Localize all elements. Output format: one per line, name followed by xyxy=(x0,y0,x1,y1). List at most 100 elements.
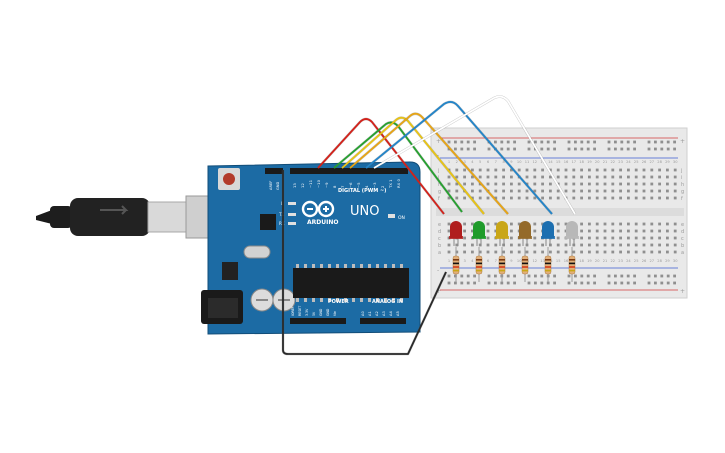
row-label: b xyxy=(681,243,684,249)
column-label: 8 xyxy=(502,160,505,164)
microcontroller-chip xyxy=(293,268,409,298)
column-label: 19 xyxy=(587,160,592,164)
aref-label: AREF xyxy=(269,181,273,190)
jumper-wire[interactable] xyxy=(317,117,446,215)
column-label: 9 xyxy=(510,160,513,164)
column-label: 5 xyxy=(479,160,481,164)
resistor[interactable] xyxy=(568,247,576,282)
column-label: 29 xyxy=(665,160,670,164)
row-label: f xyxy=(438,196,440,202)
power-pin-label: RESET xyxy=(298,306,302,316)
digital-header xyxy=(290,168,408,174)
gnd-label: GND xyxy=(276,182,280,190)
rail-minus-label: - xyxy=(437,152,439,159)
power-pin-label: GND xyxy=(319,308,323,316)
rail-plus-label: + xyxy=(680,138,685,145)
led[interactable] xyxy=(565,221,579,246)
rail-plus-label: + xyxy=(436,138,441,145)
column-label: 21 xyxy=(603,160,608,164)
jumper-wire[interactable] xyxy=(365,100,553,215)
column-label: 12 xyxy=(533,160,538,164)
row-label: a xyxy=(438,250,441,256)
column-label: 11 xyxy=(525,160,530,164)
led[interactable] xyxy=(518,221,532,246)
row-label: d xyxy=(438,229,441,235)
power-pin-label: GND xyxy=(326,308,330,316)
analog-pin-label: A2 xyxy=(375,311,379,316)
column-label: 14 xyxy=(548,160,553,164)
row-label: d xyxy=(681,229,684,235)
column-label: 28 xyxy=(657,160,662,164)
column-label: 27 xyxy=(650,160,655,164)
jumper-wire[interactable] xyxy=(373,95,577,215)
digital-pin-label: 2 xyxy=(380,185,385,188)
led[interactable] xyxy=(495,221,509,246)
rail-plus-label: + xyxy=(680,288,685,295)
tx-led-label: TX xyxy=(278,212,284,217)
column-label: 29 xyxy=(665,259,670,263)
power-pin-label: IOREF xyxy=(291,306,295,316)
digital-pin-label: ~3 xyxy=(372,182,377,188)
resistor[interactable] xyxy=(452,247,460,282)
digital-pin-label: 12 xyxy=(300,183,305,188)
resistor[interactable] xyxy=(521,247,529,282)
column-label: 15 xyxy=(556,160,561,164)
column-label: 4 xyxy=(471,160,474,164)
led[interactable] xyxy=(541,221,555,246)
led[interactable] xyxy=(472,221,486,246)
row-label: a xyxy=(681,250,684,256)
digital-label: DIGITAL (PWM ~) xyxy=(338,188,386,194)
power-pin-label: 3.3V xyxy=(305,308,309,316)
column-label: 21 xyxy=(603,259,608,263)
column-label: 7 xyxy=(495,160,497,164)
digital-pin-label: ~6 xyxy=(348,182,353,188)
column-label: 16 xyxy=(564,259,569,263)
column-label: 24 xyxy=(626,259,631,263)
analog-pin-label: A0 xyxy=(361,311,365,316)
column-label: 28 xyxy=(657,259,662,263)
column-label: 23 xyxy=(618,259,623,263)
digital-pin-label: ~11 xyxy=(308,179,313,188)
arduino-logo xyxy=(301,200,335,218)
analog-header xyxy=(360,318,406,324)
column-label: 22 xyxy=(611,259,616,263)
digital-pin-label: 4 xyxy=(364,185,369,188)
column-label: 26 xyxy=(642,160,647,164)
row-label: i xyxy=(438,175,439,181)
row-label: h xyxy=(438,182,441,188)
column-label: 16 xyxy=(564,160,569,164)
led[interactable] xyxy=(449,221,463,246)
column-label: 24 xyxy=(626,160,631,164)
jumper-wire[interactable] xyxy=(341,116,486,215)
column-label: 17 xyxy=(572,160,577,164)
column-label: 10 xyxy=(517,160,522,164)
resistor[interactable] xyxy=(544,247,552,282)
analog-pin-label: A4 xyxy=(389,311,393,316)
column-label: 25 xyxy=(634,160,639,164)
on-label: ON xyxy=(398,215,405,221)
column-label: 27 xyxy=(650,259,655,263)
row-label: e xyxy=(438,222,441,228)
column-label: 26 xyxy=(642,259,647,263)
column-label: 22 xyxy=(611,160,616,164)
column-label: 1 xyxy=(448,259,450,263)
row-label: b xyxy=(438,243,441,249)
row-label: j xyxy=(437,168,439,174)
column-label: 30 xyxy=(673,160,678,164)
column-label: 6 xyxy=(487,160,490,164)
resistor[interactable] xyxy=(475,247,483,282)
column-label: 25 xyxy=(634,259,639,263)
digital-pin-label: 8 xyxy=(332,185,337,188)
digital-pin-label: ~10 xyxy=(316,179,321,188)
column-label: 18 xyxy=(579,160,584,164)
analog-pin-label: A1 xyxy=(368,311,372,316)
analog-label: ANALOG IN xyxy=(372,299,403,305)
jumper-wire[interactable] xyxy=(281,170,448,356)
analog-pin-label: A3 xyxy=(382,311,386,316)
row-label: c xyxy=(438,236,441,242)
resistor[interactable] xyxy=(498,247,506,282)
jumper-wire[interactable] xyxy=(349,112,509,215)
